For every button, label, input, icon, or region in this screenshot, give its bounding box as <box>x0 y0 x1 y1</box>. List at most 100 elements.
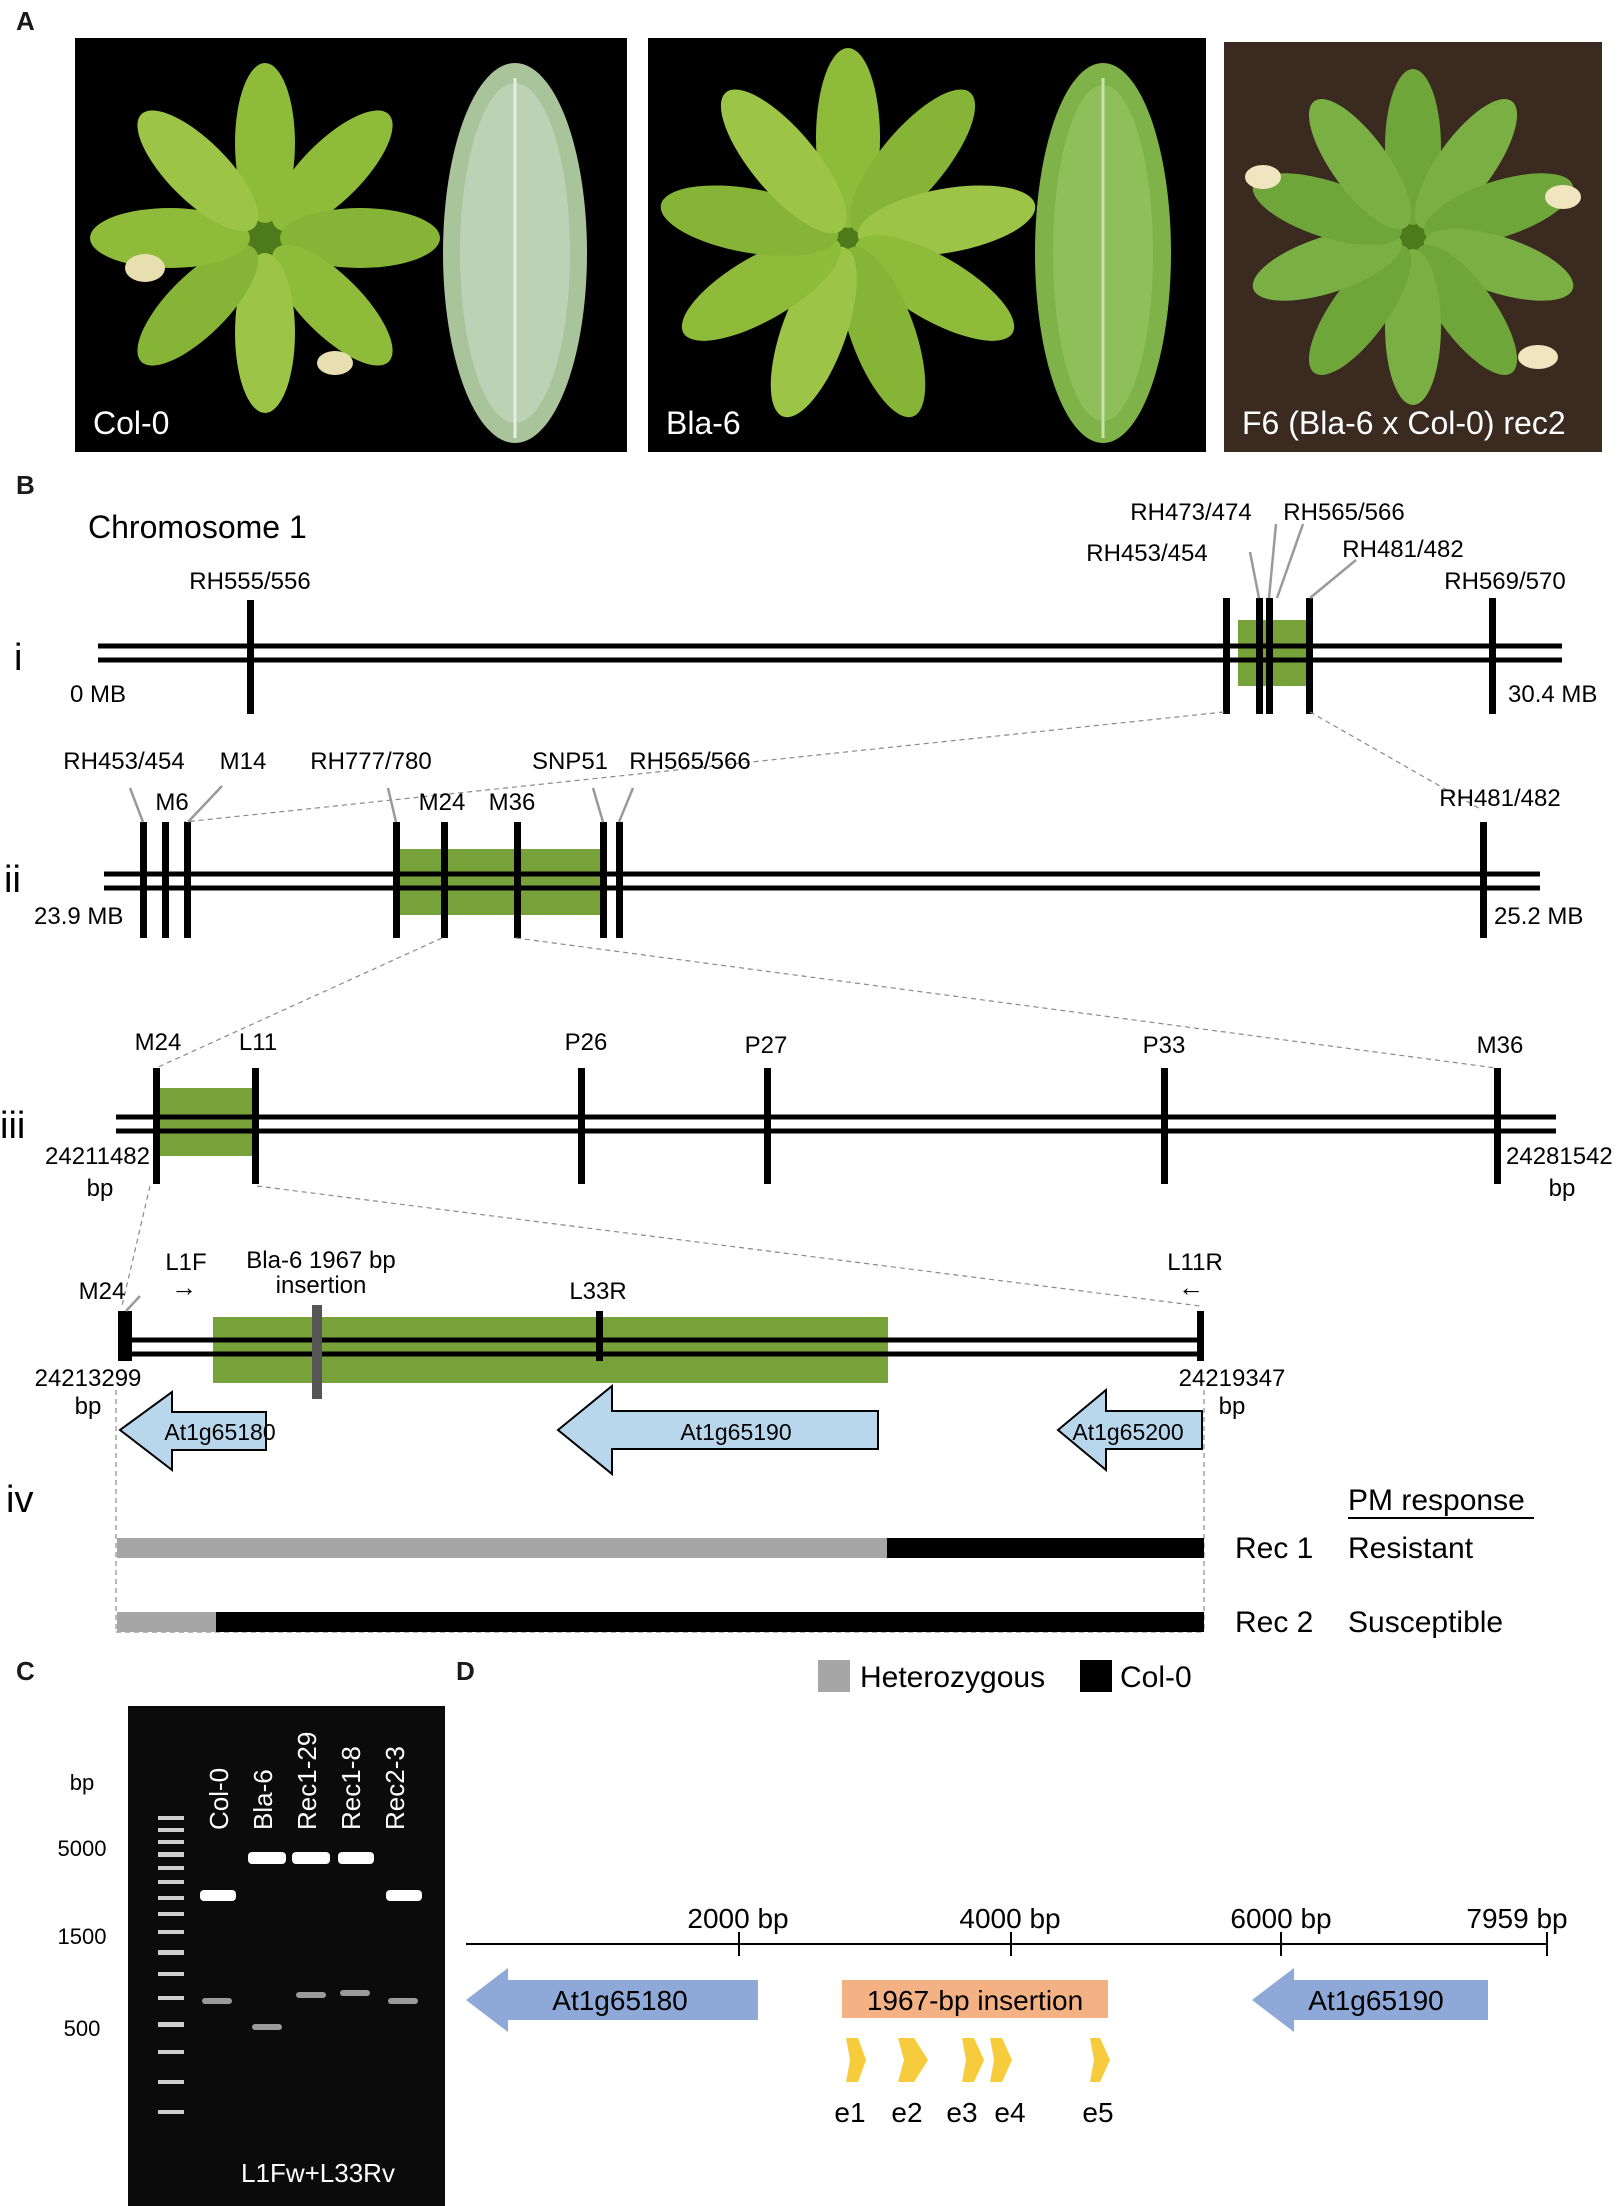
marker-bar <box>118 1311 132 1361</box>
element-arrow <box>962 2038 984 2082</box>
axis-tick-label: 7959 bp <box>1466 1903 1567 1934</box>
marker-bar <box>616 822 623 938</box>
element-arrow <box>1090 2038 1110 2082</box>
marker-label-iii: L11 <box>239 1029 277 1056</box>
element-label: e2 <box>891 2097 922 2128</box>
rec2-col0-bar <box>216 1612 1204 1632</box>
panel-letter-a: A <box>16 6 35 36</box>
rec2-response: Susceptible <box>1348 1606 1503 1639</box>
chromosome-title: Chromosome 1 <box>88 509 307 545</box>
rosette-bla6-image <box>660 48 1171 443</box>
start-unit-iv: bp <box>75 1393 102 1420</box>
gene-arrow: At1g65190 <box>556 1383 879 1477</box>
marker-bar <box>1161 1068 1168 1184</box>
end-label-ii: 25.2 MB <box>1494 903 1583 930</box>
marker-label-iii: P33 <box>1143 1032 1186 1059</box>
marker-label-ii: M6 <box>155 789 188 816</box>
marker-bar <box>153 1068 160 1184</box>
gel-lane-label: Bla-6 <box>248 1769 278 1830</box>
gel-panel: bp 5000 1500 500 Col-0 Bla-6 Rec1-29 <box>58 1706 445 2206</box>
marker-bar <box>1306 598 1313 714</box>
gel-lane-label: Rec1-8 <box>336 1746 366 1830</box>
marker-label-ii: M36 <box>489 789 536 816</box>
primer-l11r: L11R <box>1167 1249 1223 1276</box>
legend-swatch-heterozygous <box>818 1660 850 1692</box>
gene-arrow: At1g65180 <box>118 1390 276 1473</box>
green-region-iii <box>158 1088 256 1156</box>
primer-l1f-arrow: → <box>171 1272 197 1302</box>
gene-label: At1g65190 <box>1308 1985 1443 2016</box>
element-label: e1 <box>834 2097 865 2128</box>
marker-bar <box>1197 1311 1204 1361</box>
start-label-iv: 24213299 <box>35 1365 142 1392</box>
photo-label-rec2: F6 (Bla-6 x Col-0) rec2 <box>1242 405 1566 441</box>
marker-label-iv-m24: M24 <box>79 1278 126 1305</box>
marker-label-iii: P27 <box>745 1032 788 1059</box>
insertion-label: Bla-6 1967 bp <box>246 1247 395 1274</box>
insertion-map: 2000 bp 4000 bp 6000 bp 7959 bp At1g6518… <box>466 1903 1568 2128</box>
end-unit-iv: bp <box>1219 1393 1246 1420</box>
photo-col0: Col-0 <box>75 38 627 452</box>
marker-bar <box>1266 598 1273 714</box>
insertion-box-label: 1967-bp insertion <box>867 1985 1083 2016</box>
map-row-iv: iv M24 L1F → Bla-6 1967 bp insertion L33… <box>6 1247 1534 1694</box>
rec1-heterozygous-bar <box>117 1538 887 1558</box>
element-arrow <box>898 2038 928 2082</box>
photo-label-col0: Col-0 <box>93 405 170 441</box>
marker-bar <box>441 822 448 938</box>
gene-arrow: At1g65190 <box>1252 1968 1488 2032</box>
map-row-iii: iii M24 L11 P26 P27 P33 M36 24211482 bp … <box>0 1029 1613 1202</box>
gel-lane-label: Rec1-29 <box>292 1732 322 1830</box>
gel-ladder <box>158 1816 184 2114</box>
marker-label-iii: P26 <box>565 1029 608 1056</box>
photo-bla6: Bla-6 <box>648 38 1206 452</box>
marker-bar <box>162 822 169 938</box>
marker-bar <box>1480 822 1487 938</box>
row-label-iii: iii <box>0 1105 25 1147</box>
photo-label-bla6: Bla-6 <box>666 405 741 441</box>
gel-faint-bands <box>202 1990 418 2030</box>
start-label-i: 0 MB <box>70 681 126 708</box>
legend-label-col0: Col-0 <box>1120 1661 1192 1694</box>
marker-label-i: RH481/482 <box>1342 536 1463 563</box>
gene-arrow: At1g65180 <box>466 1968 758 2032</box>
end-label-iv: 24219347 <box>1179 1365 1286 1392</box>
marker-label-ii: RH481/482 <box>1439 785 1560 812</box>
element-arrow <box>846 2038 866 2082</box>
element-label: e3 <box>946 2097 977 2128</box>
marker-bar <box>184 822 191 938</box>
marker-bar <box>140 822 147 938</box>
gene-label: At1g65190 <box>680 1419 791 1445</box>
rosette-col0-image <box>90 63 587 443</box>
axis-tick-label: 6000 bp <box>1230 1903 1331 1934</box>
panel-letter-b: B <box>16 470 35 500</box>
marker-label-iii: M36 <box>1477 1032 1524 1059</box>
row-label-i: i <box>14 637 22 679</box>
legend-swatch-col0 <box>1080 1660 1112 1692</box>
marker-label-i: RH473/474 <box>1130 499 1251 526</box>
insertion-marker <box>312 1305 322 1399</box>
gel-ladder-label: 1500 <box>58 1924 107 1949</box>
gene-label: At1g65200 <box>1072 1419 1183 1445</box>
marker-bar <box>1256 598 1263 714</box>
map-row-i: i 0 MB 30.4 MB RH555/556 RH453/454 RH473… <box>14 499 1597 714</box>
marker-bar <box>578 1068 585 1184</box>
gel-image <box>128 1706 445 2206</box>
insertion-label: insertion <box>276 1272 367 1299</box>
gene-label: At1g65180 <box>552 1985 687 2016</box>
green-region-ii <box>398 849 603 915</box>
rec2-name: Rec 2 <box>1235 1606 1313 1639</box>
primer-l11r-arrow: ← <box>1178 1272 1204 1302</box>
marker-label-iv-l33r: L33R <box>569 1278 626 1305</box>
gene-label: At1g65180 <box>164 1419 275 1445</box>
green-region-iv <box>213 1317 888 1383</box>
gel-bp-unit: bp <box>70 1770 94 1795</box>
rec2-heterozygous-bar <box>117 1612 216 1632</box>
gene-arrow: At1g65200 <box>1056 1387 1203 1473</box>
element-arrow <box>990 2038 1012 2082</box>
marker-bar <box>247 600 254 714</box>
rosette-rec2-image <box>1245 69 1581 405</box>
photo-f6-rec2: F6 (Bla-6 x Col-0) rec2 <box>1224 42 1602 452</box>
element-label: e4 <box>994 2097 1025 2128</box>
